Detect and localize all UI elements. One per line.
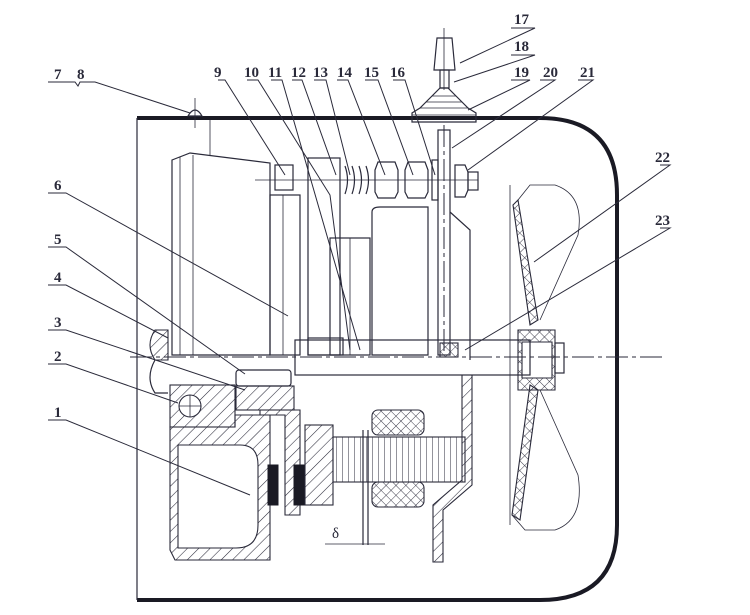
housing-outline: [137, 116, 619, 602]
callout-7: 7: [54, 67, 62, 83]
fan-hub-nut: [554, 342, 565, 374]
bolt-end: [467, 171, 479, 191]
callout-14: 14: [337, 65, 353, 81]
handle-stem: [439, 69, 450, 89]
side-pipe: [149, 329, 169, 361]
callout-2: 2: [54, 349, 62, 365]
main-shaft: [294, 339, 531, 376]
pulley-body: [169, 414, 271, 561]
callout-19: 19: [514, 65, 529, 81]
shaft-seal: [439, 342, 459, 358]
fan-blade-lower: [511, 384, 539, 521]
fan-blade-upper: [512, 198, 539, 326]
callout-11: 11: [268, 65, 282, 81]
armature-plate: [269, 194, 301, 356]
handle-knob: [433, 37, 456, 71]
callout-18: 18: [514, 39, 529, 55]
callout-13: 13: [313, 65, 328, 81]
callout-23: 23: [655, 213, 670, 229]
friction-pad: [293, 464, 305, 506]
coil-lower: [371, 481, 425, 508]
fan-blade-lower-outline: [511, 389, 580, 531]
hex-nut-21: [454, 164, 469, 198]
friction-pad: [267, 464, 279, 506]
hex-nut-15: [404, 161, 429, 199]
coil-upper: [371, 409, 425, 436]
callout-4: 4: [54, 270, 62, 286]
hub-sleeve: [235, 385, 295, 411]
hex-nut-14: [374, 161, 399, 199]
callout-6: 6: [54, 178, 62, 194]
stator-laminations: [367, 436, 466, 483]
rotor-laminations: [332, 436, 369, 483]
stud-nut: [274, 164, 294, 191]
hub-flange: [259, 409, 301, 516]
callout-3: 3: [54, 315, 62, 331]
callout-8: 8: [77, 67, 85, 83]
armature-disc: [304, 424, 334, 506]
callout-5: 5: [54, 232, 62, 248]
callout-21: 21: [580, 65, 595, 81]
coil-bracket: [432, 374, 473, 563]
callout-15: 15: [364, 65, 379, 81]
callout-1: 1: [54, 405, 62, 421]
pulley-cover: [171, 152, 271, 356]
compression-spring: [344, 165, 370, 195]
gap-symbol: δ: [332, 526, 339, 542]
top-screw-head: [186, 109, 204, 117]
key: [235, 369, 292, 387]
callout-12: 12: [291, 65, 306, 81]
callout-9: 9: [214, 65, 222, 81]
fan-blade-upper-outline: [517, 184, 580, 321]
callout-10: 10: [244, 65, 259, 81]
callout-20: 20: [543, 65, 558, 81]
callout-22: 22: [655, 150, 670, 166]
rod-bracket: [449, 211, 471, 360]
leader-lines: [48, 27, 672, 496]
callout-16: 16: [390, 65, 406, 81]
side-pipe-lower: [149, 359, 168, 394]
fan-hub: [517, 329, 556, 391]
electromagnet-core: [371, 206, 429, 356]
callout-17: 17: [514, 12, 530, 28]
pressure-block: [307, 337, 344, 356]
